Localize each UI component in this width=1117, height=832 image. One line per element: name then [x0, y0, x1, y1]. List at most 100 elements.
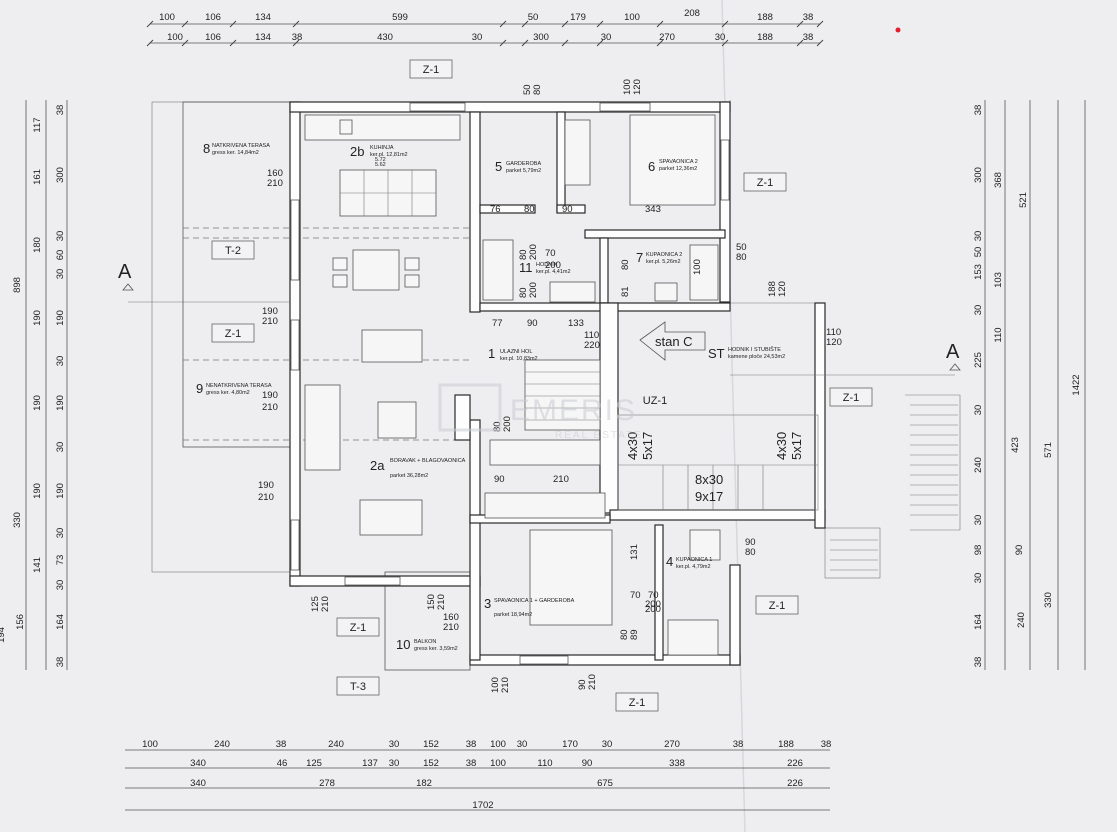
- top-dim-7: 100: [624, 12, 640, 23]
- tag-z1-left: Z-1: [225, 328, 242, 340]
- room-6: 6 SPAVAONICA 2 parket 12,36m2: [648, 159, 698, 174]
- room-6-number: 6: [648, 159, 655, 174]
- left-dim-330: 330: [12, 512, 23, 528]
- left-dimension-lines: 898 330 194 117 161 180 190 190 190 141 …: [0, 100, 68, 670]
- bottom-dim-r1-8: 100: [490, 739, 506, 750]
- op-36: 80: [736, 252, 747, 263]
- dimension-tick: [656, 20, 664, 28]
- op-2: 210: [267, 178, 283, 189]
- op-49: 80: [745, 547, 756, 558]
- bottom-dim-r3-5: 226: [787, 778, 803, 789]
- room-1-name: ULAZNI HOL: [500, 349, 532, 355]
- bottom-dim-r2-8: 100: [490, 758, 506, 769]
- bottom-dim-r2-12: 226: [787, 758, 803, 769]
- right-dim-c1-2: 300: [973, 167, 984, 183]
- bottom-dim-r2-1: 340: [190, 758, 206, 769]
- op-30: 343: [645, 204, 661, 215]
- dimension-tick: [499, 20, 507, 28]
- op-28: 80: [524, 204, 535, 215]
- element-tags: Z-1 Z-1 T-2 Z-1 Z-1 Z-1 Z-1 T-3 Z-1 UZ-1: [211, 59, 873, 712]
- left-dim-c3-2: 300: [55, 167, 66, 183]
- right-dimension-lines: 38 300 30 50 153 30 225 30 240 30 98 30 …: [973, 100, 1086, 670]
- bottom-dim-r1-12: 270: [664, 739, 680, 750]
- dimension-tick: [596, 39, 604, 47]
- op-50: 70: [630, 590, 641, 601]
- room-9-name: NENATKRIVENA TERASA: [206, 383, 272, 389]
- room-2a-area: parket 36,28m2: [390, 473, 428, 479]
- right-dim-c1-8: 30: [973, 405, 984, 416]
- right-dim-c2-6: 240: [1016, 612, 1027, 628]
- bottom-dim-r2-6: 152: [423, 758, 439, 769]
- op-47: 210: [553, 474, 569, 485]
- top-dim-r2-9: 270: [659, 32, 675, 43]
- room-3-name: SPAVAONICA 1 + GARDEROBA: [494, 598, 575, 604]
- bottom-dim-r2-10: 90: [582, 758, 593, 769]
- top-dim-r2-6: 30: [472, 32, 483, 43]
- left-dim-c3-13: 30: [55, 580, 66, 591]
- stair-rise-1: 5x17: [640, 432, 655, 460]
- right-dim-c1-6: 30: [973, 305, 984, 316]
- stan-c-label: stan C: [655, 334, 693, 349]
- op-17: 90: [577, 679, 588, 690]
- stair-annotations: 4x30 5x17 8x30 9x17 4x30 5x17: [625, 432, 804, 504]
- op-54: 131: [629, 544, 640, 560]
- top-dim-r2-5: 430: [377, 32, 393, 43]
- bottom-dim-r1-9: 30: [517, 739, 528, 750]
- right-dim-c2-4: 423: [1010, 437, 1021, 453]
- room-4-area: ker.pl. 4,79m2: [676, 564, 711, 570]
- dimension-tick: [816, 20, 824, 28]
- level-mark: 5.72: [375, 157, 386, 163]
- op-20: 200: [645, 599, 661, 610]
- section-label-a-left: A: [118, 261, 132, 283]
- op-11: 150: [426, 594, 437, 610]
- stair-run-2: 8x30: [695, 472, 723, 487]
- room-4-number: 4: [666, 554, 673, 569]
- right-dim-c1-12: 30: [973, 573, 984, 584]
- right-dim-c2-2: 103: [993, 272, 1004, 288]
- room-7-number: 7: [636, 250, 643, 265]
- right-dim-c3-2: 571: [1043, 442, 1054, 458]
- op-37: 188: [767, 281, 778, 297]
- bottom-dim-r3-4: 675: [597, 778, 613, 789]
- top-dim-3: 134: [255, 12, 271, 23]
- dimension-tick: [721, 20, 729, 28]
- bottom-dim-total: 1702: [472, 800, 493, 811]
- room-2b-area: ker.pl. 12,81m2: [370, 152, 408, 158]
- right-dim-c2-3: 110: [993, 327, 1004, 342]
- op-12: 210: [436, 594, 447, 610]
- left-dim-141: 141: [32, 557, 43, 573]
- op-42: 90: [527, 318, 538, 329]
- dimension-tick: [181, 39, 189, 47]
- tag-z1-bottom: Z-1: [629, 697, 646, 709]
- left-dim-180: 180: [32, 237, 43, 253]
- bottom-dim-r2-4: 137: [362, 758, 378, 769]
- top-dim-4: 599: [392, 12, 408, 23]
- stair-run-3: 4x30: [774, 432, 789, 460]
- room-9-area: gress ker. 4,80m2: [206, 390, 250, 396]
- right-dim-c1-1: 38: [973, 105, 984, 116]
- op-24: 200: [528, 244, 539, 260]
- op-55: 80: [492, 421, 503, 432]
- bottom-dim-r1-2: 240: [214, 739, 230, 750]
- op-48: 90: [745, 537, 756, 548]
- op-56: 200: [502, 416, 513, 432]
- op-26: 200: [528, 282, 539, 298]
- watermark: EMERIS REAL ESTATE: [438, 383, 641, 441]
- op-27: 76: [490, 204, 501, 215]
- top-dim-r2-1: 100: [167, 32, 183, 43]
- left-dim-194: 194: [0, 627, 7, 643]
- right-dim-c1-11: 98: [973, 545, 984, 556]
- bottom-dim-r2-5: 30: [389, 758, 400, 769]
- bottom-dim-r2-11: 338: [669, 758, 685, 769]
- right-dim-c1-7: 225: [973, 352, 984, 368]
- op-41: 77: [492, 318, 503, 329]
- top-dim-r2-2: 106: [205, 32, 221, 43]
- top-dim-8: 208: [684, 8, 700, 19]
- red-dot-mark: [895, 27, 901, 33]
- op-21: 70: [545, 248, 556, 259]
- tag-t2: T-2: [225, 245, 241, 257]
- right-dim-c1-4: 50: [973, 247, 984, 258]
- op-57: 80: [620, 259, 631, 270]
- dimension-tick: [146, 39, 154, 47]
- op-6: 210: [262, 402, 278, 413]
